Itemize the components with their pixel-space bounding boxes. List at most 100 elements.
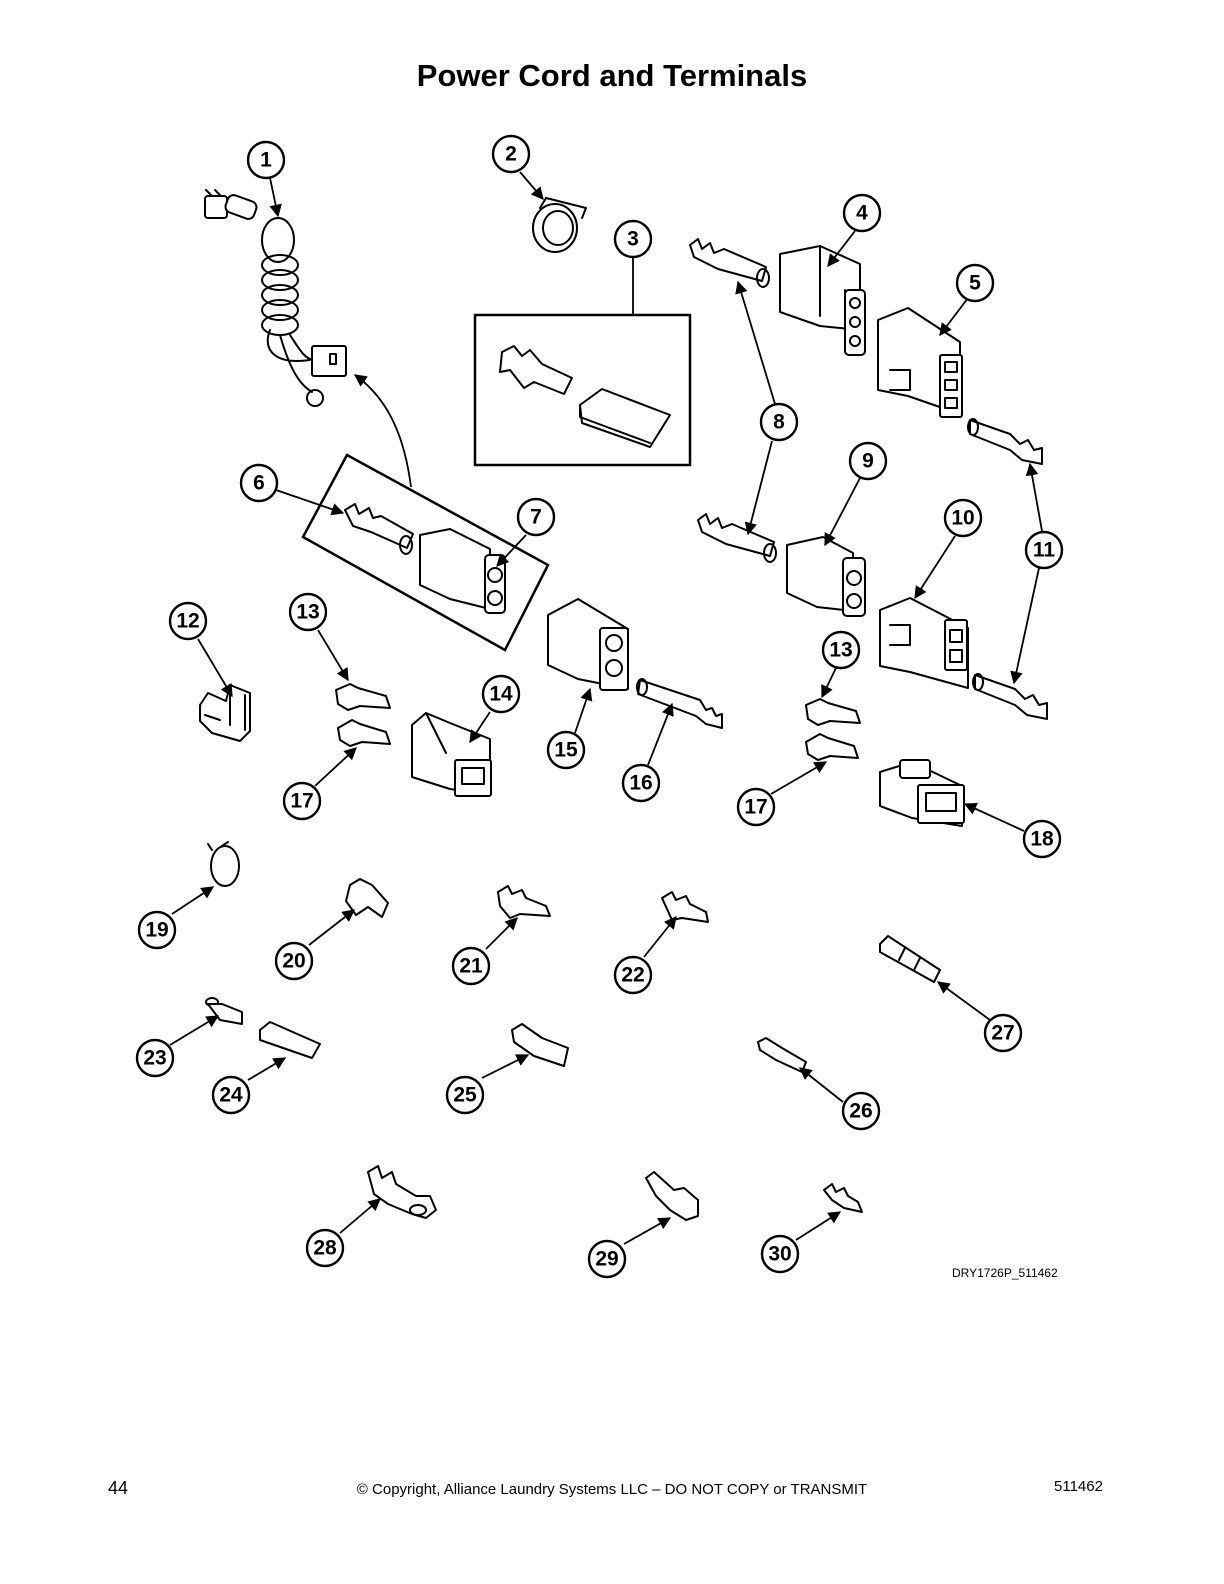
power-cord-part: [204, 189, 347, 407]
callout-15: 15: [546, 730, 586, 770]
leader-6: [275, 489, 345, 516]
terminal-17-part: [337, 719, 859, 761]
connector-housing-15-part: [547, 598, 629, 691]
svg-text:30: 30: [768, 1243, 791, 1266]
connector-housing-5-part: [877, 307, 963, 418]
leader-26: [799, 1067, 844, 1103]
insulator-24-part: [259, 1021, 321, 1059]
leader-15: [574, 687, 593, 734]
callout-29: 29: [587, 1239, 627, 1279]
svg-text:11: 11: [1033, 539, 1056, 562]
callout-12: 12: [168, 601, 208, 641]
svg-text:29: 29: [595, 1248, 618, 1271]
svg-text:23: 23: [143, 1047, 166, 1070]
clip-20-part: [345, 878, 389, 918]
callout-5: 5: [955, 263, 995, 303]
ring-terminal-28-part: [367, 1165, 437, 1219]
terminal-16-part: [636, 678, 723, 729]
copyright-notice: © Copyright, Alliance Laundry Systems LL…: [356, 1481, 868, 1498]
kit-frame-6-7: [301, 453, 550, 652]
svg-text:2: 2: [505, 143, 517, 166]
butt-splice-27-part: [879, 935, 941, 983]
callout-4: 4: [842, 193, 882, 233]
callout-11: 11: [1024, 530, 1064, 570]
leader-22: [643, 916, 677, 958]
leader-4: [827, 230, 856, 267]
svg-text:7: 7: [530, 506, 542, 529]
callout-1: 1: [246, 140, 286, 180]
leader-30: [795, 1211, 842, 1241]
svg-text:26: 26: [849, 1100, 872, 1123]
leader-13a: [317, 629, 349, 682]
callout-13a: 13: [288, 592, 328, 632]
page-number: 44: [108, 1478, 129, 1498]
svg-text:8: 8: [773, 411, 785, 434]
leader-27: [936, 981, 991, 1021]
leader-29: [623, 1217, 672, 1245]
svg-text:1: 1: [260, 149, 272, 172]
leader-28: [339, 1198, 381, 1234]
leader-18: [963, 802, 1025, 832]
leader-14: [469, 711, 491, 744]
callout-30: 30: [760, 1234, 800, 1274]
leader-17a: [314, 747, 357, 787]
connector-housing-7-part: [419, 528, 506, 614]
callout-10: 10: [943, 498, 983, 538]
terminal-13-part: [335, 683, 861, 726]
callout-16: 16: [621, 763, 661, 803]
svg-text:14: 14: [489, 683, 513, 706]
leader-10: [914, 535, 956, 600]
callout-8: 8: [759, 402, 799, 442]
svg-text:17: 17: [744, 796, 767, 819]
callout-14: 14: [481, 674, 521, 714]
svg-text:18: 18: [1030, 828, 1054, 851]
svg-text:28: 28: [313, 1237, 337, 1260]
svg-text:25: 25: [453, 1084, 477, 1107]
leader-5: [939, 297, 969, 337]
terminal-22-part: [661, 891, 709, 923]
callout-2: 2: [491, 134, 531, 174]
terminal-insulator-kit-part: [499, 345, 671, 448]
svg-text:10: 10: [951, 507, 974, 530]
callout-17a: 17: [282, 781, 322, 821]
callout-bubbles: 1 2 3 4 5 6 7 8 9 10 11 12 13 13 14 15 1…: [135, 134, 1064, 1279]
drawing-code: DRY1726P_511462: [952, 1266, 1058, 1280]
callout-19: 19: [137, 910, 177, 950]
ring-clip-19-part: [207, 841, 240, 887]
terminal-6-part: [344, 503, 414, 555]
callout-28: 28: [305, 1228, 345, 1268]
leader-21: [485, 917, 518, 950]
svg-text:4: 4: [856, 202, 868, 225]
connector-housing-9-part: [786, 536, 866, 617]
leader-12: [197, 638, 233, 698]
leader-8a: [735, 280, 776, 405]
callout-21: 21: [451, 946, 491, 986]
svg-text:5: 5: [969, 272, 981, 295]
svg-text:20: 20: [282, 950, 305, 973]
svg-text:24: 24: [219, 1084, 243, 1107]
leader-7: [496, 534, 527, 567]
svg-text:21: 21: [459, 955, 483, 978]
leader-6-7-curve: [353, 374, 412, 488]
kit-frame-3: [473, 313, 692, 467]
callout-17b: 17: [736, 787, 776, 827]
terminal-25-part: [511, 1023, 569, 1067]
leader-8b: [744, 440, 773, 536]
terminal-21-part: [497, 885, 551, 919]
callout-9: 9: [848, 441, 888, 481]
leader-11a: [1025, 462, 1043, 532]
svg-text:3: 3: [627, 228, 639, 251]
clip-12-part: [199, 684, 251, 742]
terminal-11-part: [967, 418, 1048, 720]
callout-18: 18: [1022, 819, 1062, 859]
leader-25: [481, 1054, 530, 1079]
svg-text:9: 9: [862, 450, 874, 473]
leader-13b: [821, 667, 837, 699]
leader-2: [519, 171, 544, 200]
callout-27: 27: [983, 1013, 1023, 1053]
connector-housing-4-part: [779, 245, 866, 356]
leader-1: [269, 177, 282, 218]
callout-22: 22: [613, 955, 653, 995]
svg-text:16: 16: [629, 772, 652, 795]
